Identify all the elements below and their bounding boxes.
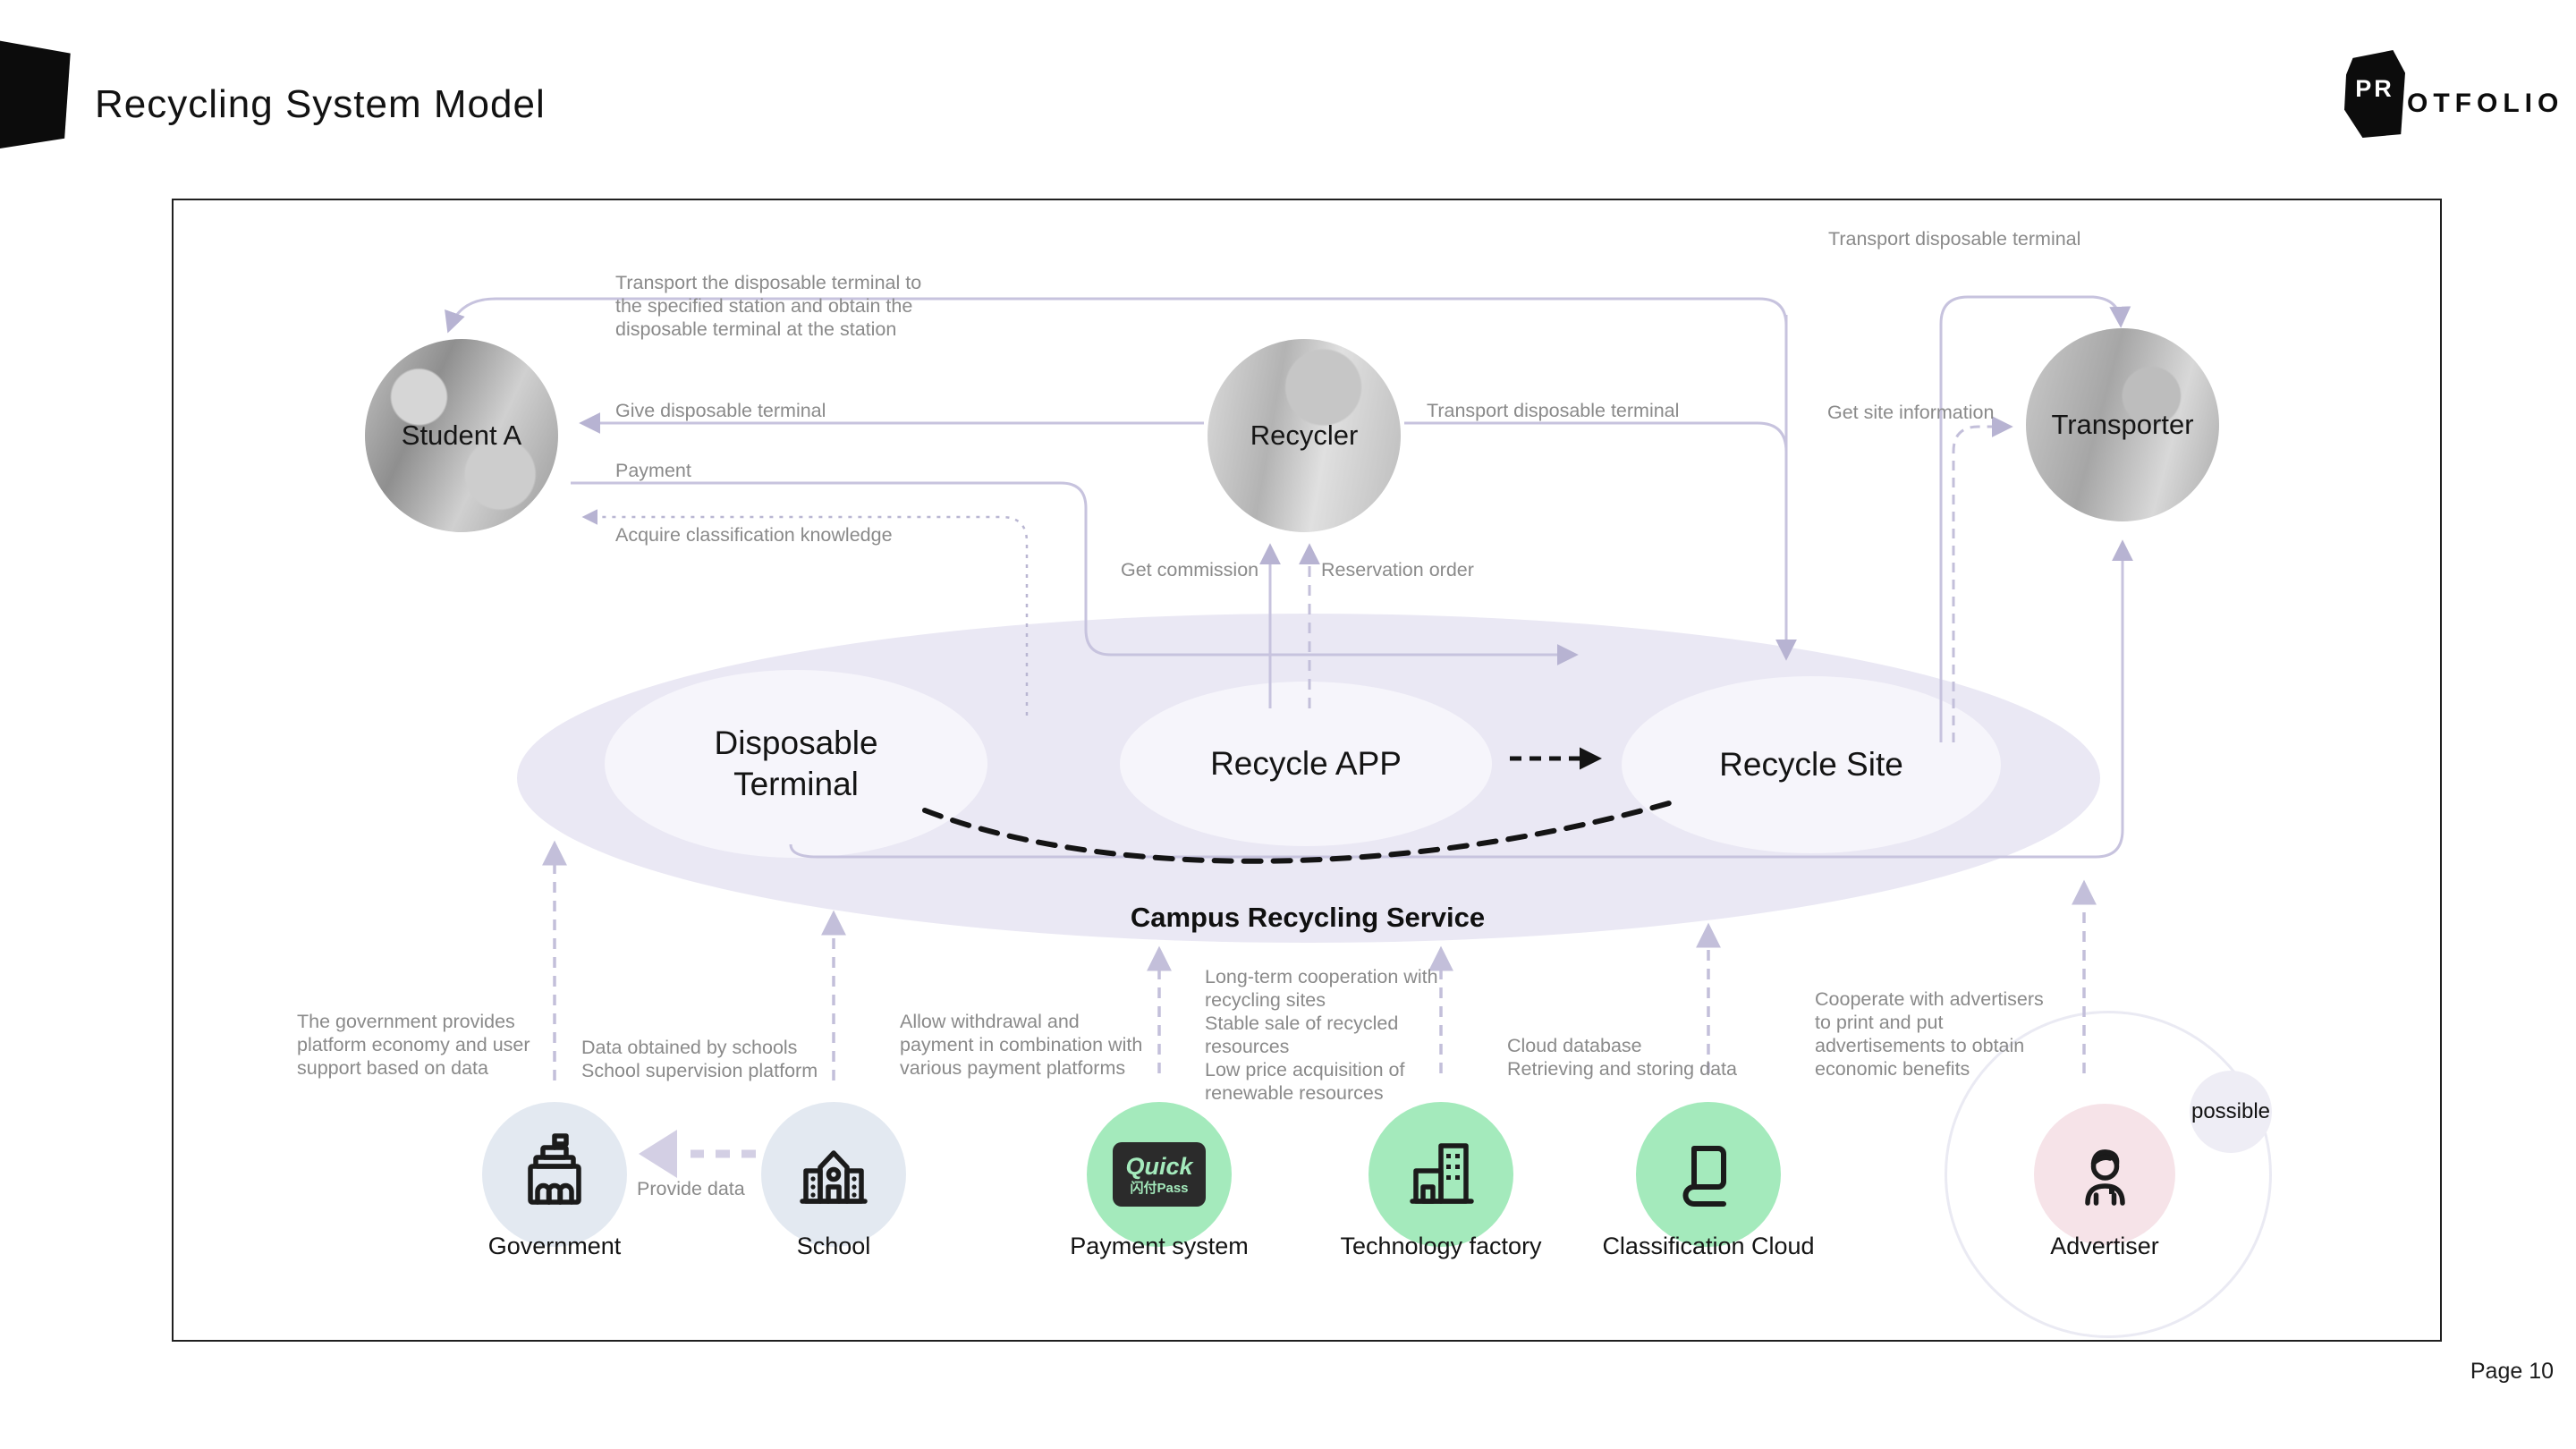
- technology-factory-circle: [1368, 1102, 1513, 1247]
- transporter-photo: Transporter: [2026, 328, 2219, 521]
- flow-label-get-site-info: Get site information: [1827, 402, 1995, 423]
- quickpass-top-text: Quick: [1125, 1152, 1193, 1180]
- desc-technology-factory: Long-term cooperation with recycling sit…: [1205, 966, 1438, 1104]
- node-site-label: Recycle Site: [1719, 745, 1903, 783]
- flow-label-transport-terminal-mid: Transport disposable terminal: [1427, 400, 1680, 421]
- government-circle: [482, 1102, 627, 1247]
- corner-accent-shape: [0, 40, 71, 148]
- advertiser-ring: [1945, 1011, 2272, 1338]
- logo-wordmark: OTFOLIO: [2407, 89, 2564, 118]
- desc-government: The government provides platform economy…: [297, 1011, 530, 1079]
- node-recycle-site: Recycle Site: [1622, 676, 2001, 853]
- flow-label-transport-terminal-top: Transport disposable terminal: [1828, 228, 2081, 250]
- recycler-photo: Recycler: [1208, 339, 1401, 532]
- payment-system-label: Payment system: [1070, 1233, 1249, 1259]
- flow-label-payment: Payment: [615, 460, 691, 481]
- desc-advertiser: Cooperate with advertisers to print and …: [1815, 988, 2044, 1080]
- school-circle: [761, 1102, 906, 1247]
- portfolio-logo-icon: PR: [2344, 50, 2405, 138]
- quickpass-badge: Quick 闪付Pass: [1113, 1142, 1206, 1207]
- advertiser-label: Advertiser: [2050, 1233, 2159, 1259]
- node-disposable-terminal: Disposable Terminal: [605, 670, 987, 858]
- government-label: Government: [487, 1233, 622, 1259]
- desc-payment-system: Allow withdrawal and payment in combinat…: [900, 1011, 1143, 1079]
- student-label: Student A: [401, 419, 522, 451]
- campus-service-title: Campus Recycling Service: [1130, 902, 1486, 933]
- possible-bubble: possible: [2190, 1071, 2272, 1153]
- student-photo: Student A: [365, 339, 558, 532]
- node-app-label: Recycle APP: [1210, 744, 1402, 782]
- technology-factory-label: Technology factory: [1340, 1233, 1542, 1259]
- recycler-label: Recycler: [1250, 419, 1359, 451]
- school-label: School: [796, 1233, 871, 1259]
- book-icon: [1682, 1146, 1726, 1207]
- slide-title: Recycling System Model: [95, 82, 546, 126]
- node-recycle-app: Recycle APP: [1120, 682, 1492, 846]
- node-terminal-label: Disposable Terminal: [714, 724, 878, 802]
- flow-label-get-commission: Get commission: [1121, 559, 1259, 580]
- logo-pr-text: PR: [2355, 75, 2394, 102]
- factory-icon: [1410, 1143, 1474, 1204]
- advertiser-icon: [2085, 1149, 2125, 1206]
- school-icon: [800, 1150, 868, 1204]
- payment-system-circle: Quick 闪付Pass: [1087, 1102, 1232, 1247]
- flow-label-return-terminal: Transport the disposable terminal to the…: [615, 272, 922, 340]
- page-number: Page 10: [2470, 1359, 2554, 1384]
- desc-school: Data obtained by schools School supervis…: [581, 1037, 818, 1081]
- flow-label-give-terminal: Give disposable terminal: [615, 400, 826, 421]
- advertiser-circle: [2034, 1104, 2175, 1245]
- flow-label-reservation-order: Reservation order: [1321, 559, 1474, 580]
- government-icon: [528, 1133, 581, 1205]
- flow-label-provide-data: Provide data: [637, 1178, 745, 1199]
- classification-cloud-circle: [1636, 1102, 1781, 1247]
- possible-label: possible: [2190, 1099, 2271, 1123]
- flow-label-acquire-knowledge: Acquire classification knowledge: [615, 524, 893, 546]
- transporter-label: Transporter: [2051, 409, 2194, 440]
- quickpass-bottom-text: 闪付Pass: [1130, 1180, 1189, 1196]
- classification-cloud-label: Classification Cloud: [1602, 1233, 1815, 1259]
- desc-classification-cloud: Cloud database Retrieving and storing da…: [1507, 1035, 1737, 1080]
